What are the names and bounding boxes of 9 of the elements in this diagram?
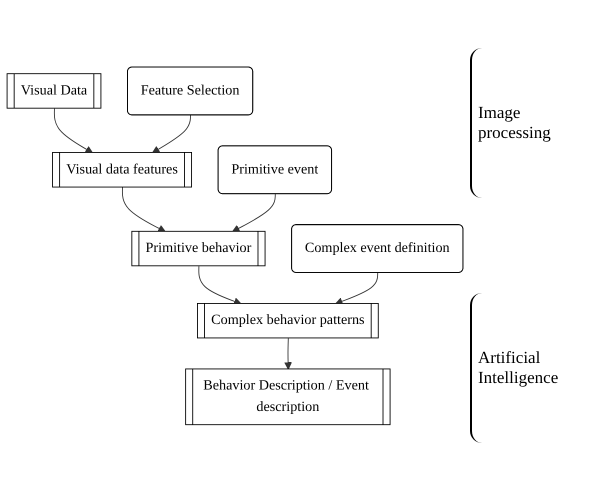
arrow bbox=[152, 114, 191, 153]
bracket-label: Image processing bbox=[470, 48, 600, 198]
arrow bbox=[284, 338, 292, 370]
arrow bbox=[198, 265, 242, 305]
arrow bbox=[54, 108, 94, 153]
bracket-label: Artificial Intelligence bbox=[470, 293, 600, 444]
arrow bbox=[122, 186, 166, 232]
arrow bbox=[232, 193, 276, 232]
arrow bbox=[335, 272, 378, 305]
